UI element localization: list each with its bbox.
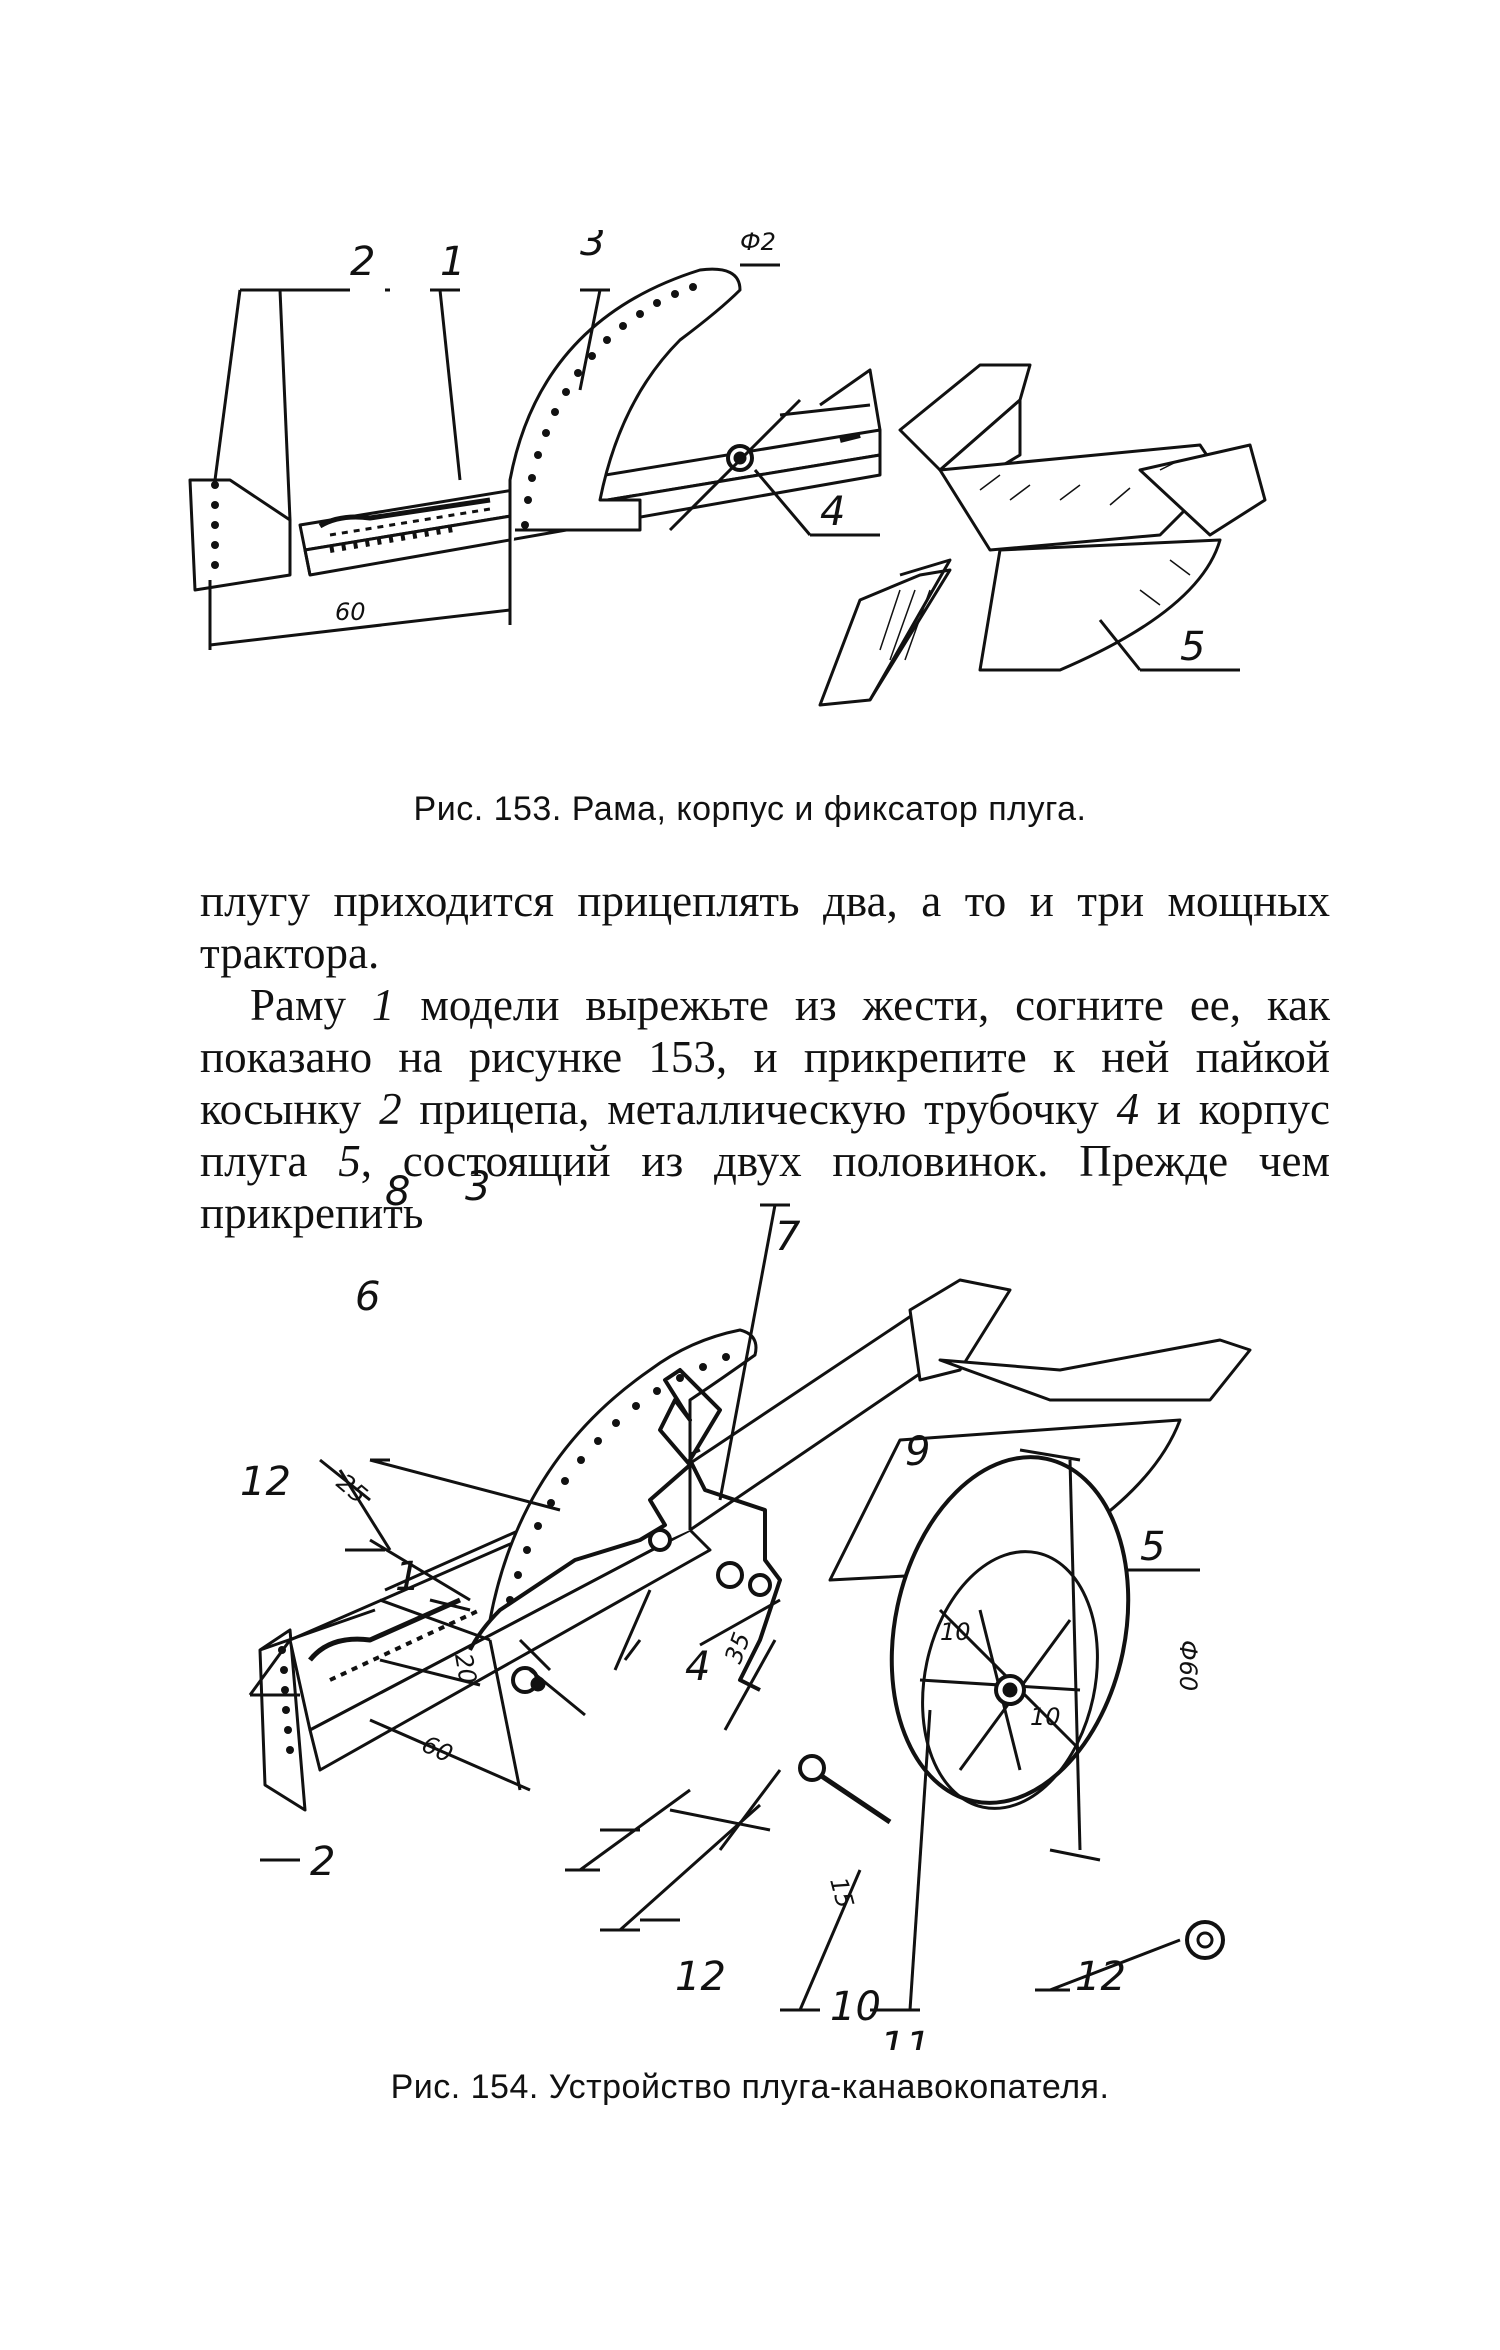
figure-153-caption: Рис. 153. Рама, корпус и фиксатор плуга. [413, 790, 1087, 828]
figure-154-drawing: 1 2 3 4 5 6 7 8 9 10 11 12 12 12 25 20 3… [240, 1170, 1252, 2050]
fig154-label-5: 5 [1140, 1524, 1165, 1570]
fig154-label-9: 9 [905, 1429, 930, 1475]
fig154-dim-10-top: 10 [940, 1618, 971, 1646]
fig154-dim-10-right: 10 [1030, 1703, 1061, 1731]
figure-153-drawing: 2 1 3 Ф2 4 5 60 [188, 230, 1267, 707]
fig154-dim-20: 20 [449, 1651, 482, 1686]
fig153-dim-phi2: Ф2 [740, 230, 776, 256]
fig154-dim-60: 60 [417, 1730, 457, 1768]
body-text: плугу приходится прицеплять два, а то и … [200, 875, 1330, 1239]
fig154-label-1: 1 [395, 1554, 420, 1600]
paragraph-1: плугу приходится прицеплять два, а то и … [200, 876, 1330, 978]
fig154-dim-15: 15 [824, 1874, 859, 1911]
paragraph-2: Раму 1 модели вырежьте из жести, согните… [200, 980, 1331, 1238]
fig154-label-3: 3 [465, 1170, 490, 1210]
fig154-label-11: 11 [880, 2024, 931, 2050]
fig154-label-12-bottom: 12 [675, 1954, 726, 2000]
figure-154-caption: Рис. 154. Устройство плуга-канавокопател… [390, 2068, 1110, 2106]
fig154-label-8: 8 [385, 1170, 410, 1215]
washer-part-12 [1185, 1920, 1225, 1960]
fig154-label-2: 2 [310, 1839, 335, 1885]
fixator-sector-part-3 [508, 267, 742, 575]
fig153-label-3: 3 [580, 230, 605, 265]
wheel-part-10 [889, 1455, 1131, 1810]
hitch-plate-part-2 [188, 478, 292, 592]
fig154-label-7: 7 [775, 1214, 801, 1260]
fig153-label-5: 5 [1180, 624, 1205, 670]
fig154-label-10: 10 [830, 1984, 881, 2030]
fig153-label-2: 2 [350, 239, 375, 285]
handle-part-8 [468, 1368, 782, 1692]
fig154-label-6: 6 [355, 1274, 380, 1320]
pin-part-12 [798, 1754, 892, 1825]
tube-part-4 [668, 398, 880, 537]
fig154-label-12-left: 12 [240, 1459, 291, 1505]
dimension-line-60 [208, 575, 512, 650]
dimension-line-60 [369, 1598, 531, 1792]
dimension-line-phi60 [1019, 1448, 1101, 1862]
fig154-label-4: 4 [685, 1644, 710, 1690]
fig154-dim-phi60: Ф60 [1174, 1640, 1202, 1691]
hitch-plate-part-2 [258, 1628, 307, 1812]
fig153-dim-60: 60 [335, 598, 366, 626]
tube-part-4 [511, 1528, 772, 1694]
plough-body-part-5 [818, 363, 1267, 707]
fig154-label-12-washer: 12 [1075, 1954, 1126, 2000]
fig153-label-4: 4 [820, 489, 845, 535]
fig153-label-1: 1 [440, 239, 465, 285]
